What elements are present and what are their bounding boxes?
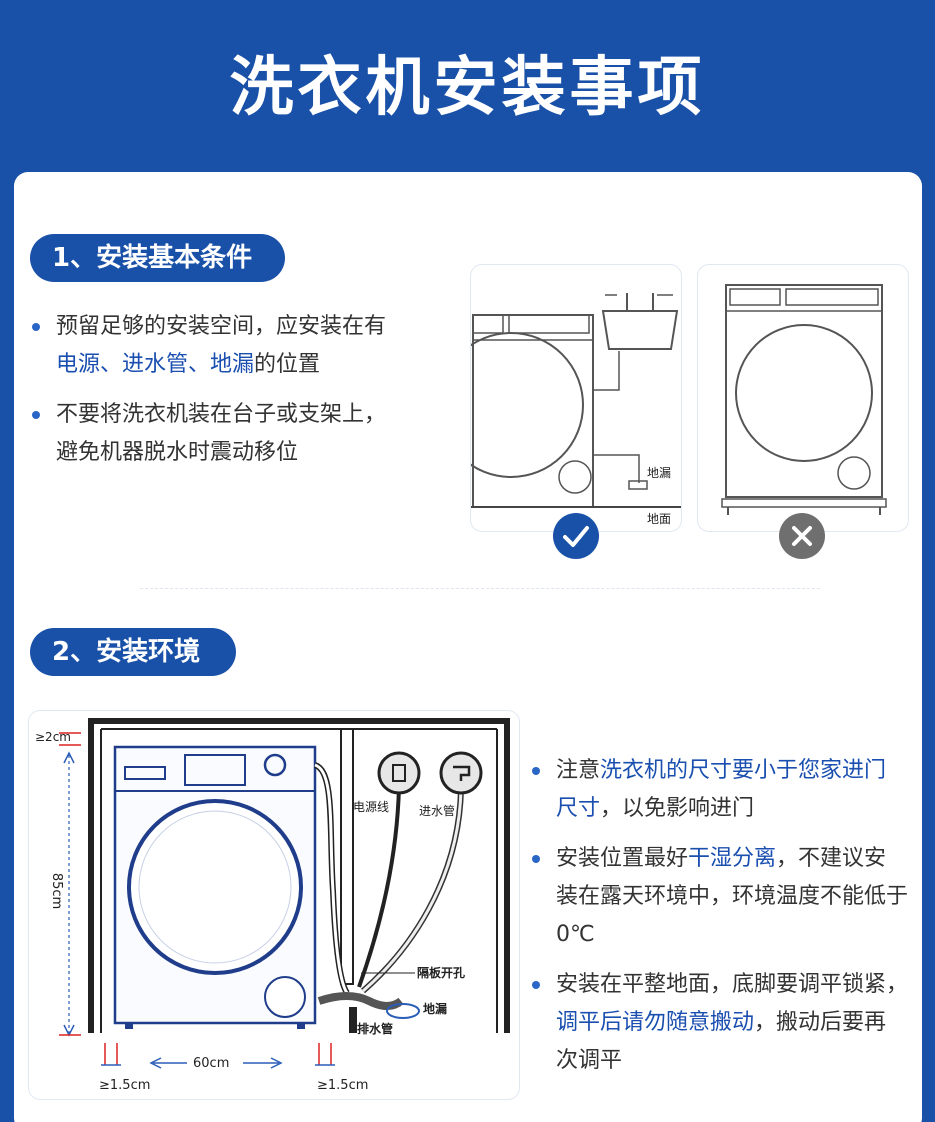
side-gap-right-label: ≥1.5cm xyxy=(317,1078,368,1093)
bullet-dot-icon xyxy=(532,767,540,775)
partition-hole-label: 隔板开孔 xyxy=(417,965,465,980)
cross-icon xyxy=(779,513,825,559)
bullet-text: 注意 xyxy=(556,758,601,783)
check-icon xyxy=(553,513,599,559)
top-gap-label: ≥2cm xyxy=(35,730,71,744)
bullet-text: 安装位置最好 xyxy=(556,846,689,871)
list-item: 预留足够的安装空间，应安装在有 电源、进水管、地漏的位置 xyxy=(28,308,458,384)
bullet-dot-icon xyxy=(32,323,40,331)
list-item: 不要将洗衣机装在台子或支架上， 避免机器脱水时震动移位 xyxy=(28,396,458,472)
drain-pipe-label: 排水管 xyxy=(357,1021,393,1036)
side-gap-left-label: ≥1.5cm xyxy=(99,1078,150,1093)
page-title: 洗衣机安装事项 xyxy=(229,51,706,125)
bullet-text: 不要将洗衣机装在台子或支架上， xyxy=(56,402,387,427)
section2-bullets: 注意洗衣机的尺寸要小于您家进门尺寸，以免影响进门 安装位置最好干湿分离，不建议安… xyxy=(528,752,908,1092)
bullet-text: 的位置 xyxy=(254,352,321,377)
bullet-text: 预留足够的安装空间，应安装在有 xyxy=(56,314,387,339)
bullet-highlight: 电源、进水管、地漏 xyxy=(56,352,255,377)
bullet-highlight: 洗衣机的尺寸要小于您家进门尺寸 xyxy=(556,758,887,821)
bullet-dot-icon xyxy=(532,855,540,863)
bullet-highlight: 干湿分离 xyxy=(688,846,777,871)
drain-label: 地漏 xyxy=(423,1001,447,1016)
bullet-dot-icon xyxy=(532,981,540,989)
drain-label: 地漏 xyxy=(647,466,671,480)
bullet-text: 安装在平整地面，底脚要调平锁紧， xyxy=(556,972,909,997)
list-item: 安装位置最好干湿分离，不建议安装在露天环境中，环境温度不能低于0℃ xyxy=(528,840,908,954)
bullet-text: ，搬动后要再次调平 xyxy=(556,1010,887,1073)
bullet-text: ，以免影响进门 xyxy=(600,796,755,821)
section1-bullets: 预留足够的安装空间，应安装在有 电源、进水管、地漏的位置 不要将洗衣机装在台子或… xyxy=(28,308,458,484)
section2-title: 2、安装环境 xyxy=(30,628,236,676)
water-pipe-label: 进水管 xyxy=(419,803,455,818)
power-cord-label: 电源线 xyxy=(353,800,389,814)
list-item: 注意洗衣机的尺寸要小于您家进门尺寸，以免影响进门 xyxy=(528,752,908,828)
width-label: 60cm xyxy=(193,1056,229,1071)
bullet-highlight: 调平后请勿随意搬动 xyxy=(556,1010,755,1035)
section1-title: 1、安装基本条件 xyxy=(30,234,285,282)
bullet-text: 避免机器脱水时震动移位 xyxy=(56,440,299,465)
bullet-dot-icon xyxy=(32,411,40,419)
incorrect-install-diagram xyxy=(697,264,909,532)
floor-label: 地面 xyxy=(647,512,671,526)
install-environment-diagram: ≥2cm 85cm 电源线 进水管 隔板开孔 地漏 排水管 xyxy=(28,710,520,1100)
list-item: 安装在平整地面，底脚要调平锁紧， 调平后请勿随意搬动，搬动后要再次调平 xyxy=(528,966,908,1080)
bullet-text: ，不建议安装在露天环境中，环境温度不能低于0℃ xyxy=(556,846,909,947)
section-divider xyxy=(140,588,820,589)
correct-install-diagram: 地漏 地面 xyxy=(470,264,682,532)
height-label: 85cm xyxy=(49,873,64,909)
